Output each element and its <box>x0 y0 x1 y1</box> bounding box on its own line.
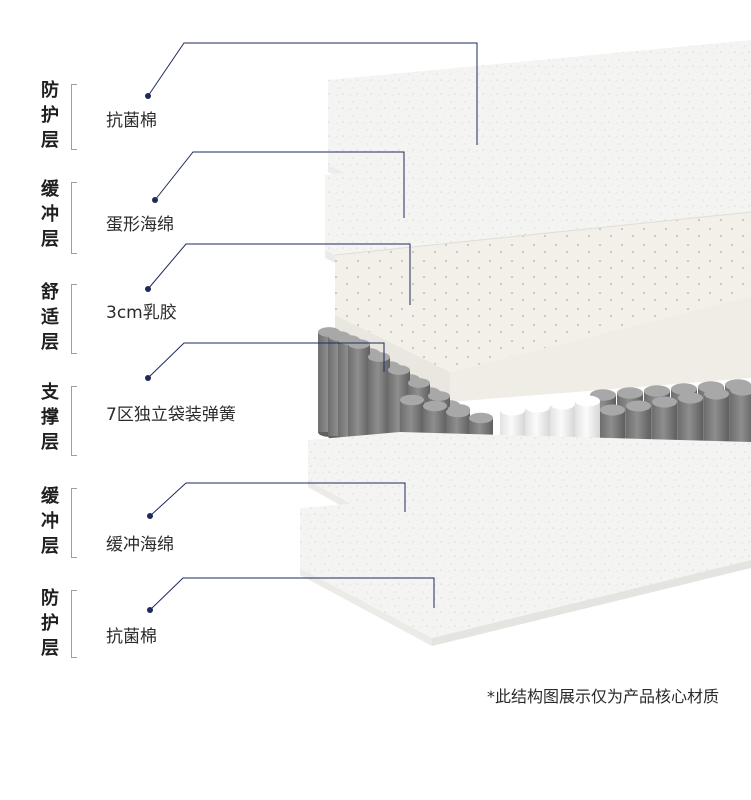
layer-label: 3cm乳胶 <box>106 298 177 323</box>
category-bracket <box>71 590 77 658</box>
category-label: 缓冲层 <box>38 177 62 252</box>
spring-coil <box>348 339 370 449</box>
leader-dot-icon <box>145 375 151 381</box>
layer-label: 缓冲海绵 <box>106 530 174 555</box>
category-label: 缓冲层 <box>38 484 62 559</box>
category-bracket <box>71 386 77 456</box>
leader-dot-icon <box>145 93 151 99</box>
category-label: 防护层 <box>38 586 62 661</box>
category-label: 防护层 <box>38 78 62 153</box>
category-bracket <box>71 284 77 354</box>
leader-dot-icon <box>147 513 153 519</box>
footnote: *此结构图展示仅为产品核心材质 <box>487 683 719 707</box>
leader-dot-icon <box>152 197 158 203</box>
category-bracket <box>71 182 77 254</box>
category-bracket <box>71 488 77 558</box>
layer-label: 蛋形海绵 <box>106 210 174 235</box>
layer-label: 7区独立袋装弹簧 <box>106 400 236 425</box>
leader-dot-icon <box>147 607 153 613</box>
layer-label: 抗菌棉 <box>106 622 157 647</box>
category-bracket <box>71 84 77 150</box>
layer-label: 抗菌棉 <box>106 106 157 131</box>
leader-dot-icon <box>145 286 151 292</box>
category-label: 舒适层 <box>38 280 62 355</box>
category-label: 支撑层 <box>38 380 62 455</box>
